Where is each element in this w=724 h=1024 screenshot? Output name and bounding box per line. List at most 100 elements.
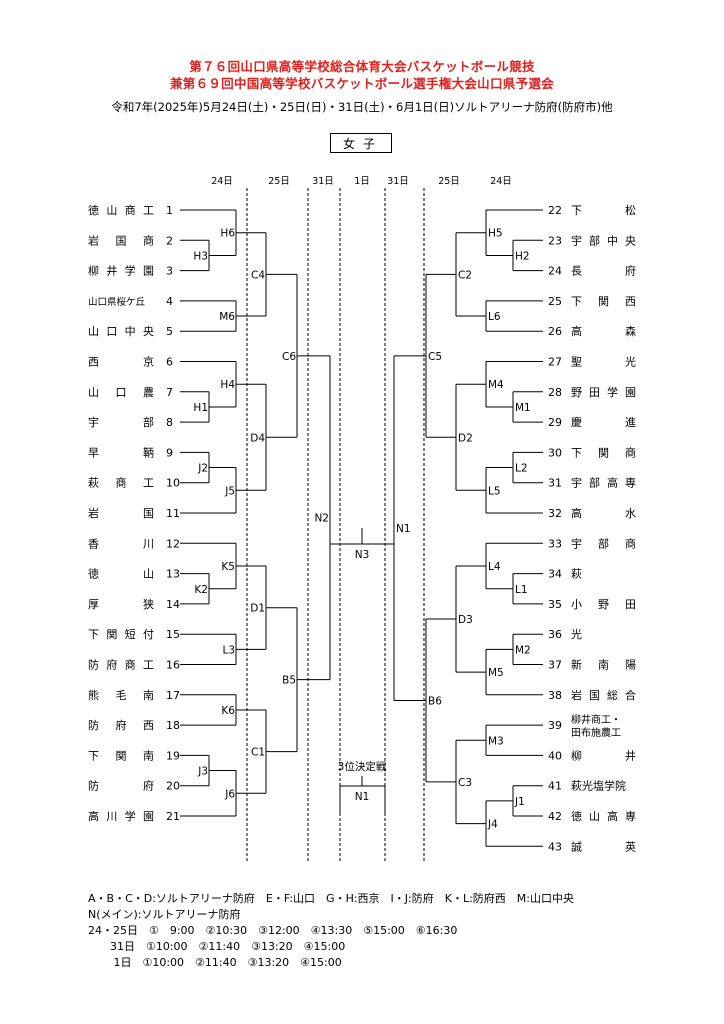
team-number-right-37: 37 — [548, 659, 562, 672]
game-right-H2: H2 — [515, 250, 530, 262]
game-left-H3: H3 — [193, 250, 208, 262]
game-right-M5: M5 — [488, 667, 504, 679]
game-left-B5: B5 — [282, 675, 296, 687]
team-name-right-37: 新南陽 — [571, 658, 636, 672]
team-number-right-31: 31 — [548, 477, 562, 490]
team-name-left-3: 柳井学園 — [88, 264, 154, 278]
team-number-right-30: 30 — [548, 446, 562, 459]
team-number-left-4: 4 — [166, 295, 173, 308]
team-number-left-18: 18 — [166, 719, 180, 732]
day-header-1: 25日 — [268, 176, 290, 187]
game-left-J5: J5 — [224, 485, 235, 497]
game-left-D4: D4 — [250, 432, 265, 444]
team-name-right-24: 長府 — [571, 264, 636, 278]
team-number-left-12: 12 — [166, 537, 180, 550]
game-right-C5: C5 — [428, 351, 442, 363]
times-24-25: 24・25日 ① 9:00 ②10:30 ③12:00 ④13:30 ⑤15:0… — [88, 924, 458, 937]
game-right-J1: J1 — [514, 796, 525, 808]
day-header-2: 31日 — [312, 176, 334, 187]
team-number-right-29: 29 — [548, 416, 562, 429]
team-name-left-8: 宇部 — [88, 415, 154, 429]
team-name-left-6: 西京 — [88, 355, 154, 369]
game-right-L1: L1 — [515, 584, 528, 596]
team-number-right-22: 22 — [548, 204, 562, 217]
team-name-left-9: 早鞆 — [88, 445, 154, 459]
day-header-6: 24日 — [490, 176, 512, 187]
team-name-right-29: 慶進 — [571, 415, 636, 429]
game-right-D2: D2 — [458, 432, 473, 444]
game-right-B6: B6 — [428, 695, 442, 707]
team-name-right-32: 高水 — [571, 506, 636, 520]
times-31: 31日 ①10:00 ②11:40 ③13:20 ④15:00 — [88, 940, 346, 953]
team-number-left-17: 17 — [166, 689, 180, 702]
game-right-H5: H5 — [488, 228, 503, 240]
team-number-right-43: 43 — [548, 840, 562, 853]
game-left-J2: J2 — [197, 463, 208, 475]
day-header-5: 25日 — [438, 176, 460, 187]
team-number-left-7: 7 — [166, 386, 173, 399]
team-number-right-34: 34 — [548, 568, 562, 581]
team-number-right-26: 26 — [548, 325, 562, 338]
team-number-right-41: 41 — [548, 780, 562, 793]
game-right-M2: M2 — [515, 644, 531, 656]
team-number-right-28: 28 — [548, 386, 562, 399]
team-name-left-19: 下関南 — [88, 749, 154, 762]
team-name-right-25: 下関西 — [571, 295, 636, 308]
game-left-N2: N2 — [314, 513, 329, 525]
team-number-left-10: 10 — [166, 477, 180, 490]
day-header-3: 1日 — [354, 176, 370, 187]
game-left-K2: K2 — [194, 584, 208, 596]
team-name-left-11: 岩国 — [88, 506, 154, 520]
team-number-right-32: 32 — [548, 507, 562, 520]
team-number-left-16: 16 — [166, 659, 180, 672]
team-name-right-42: 徳山高専 — [571, 809, 636, 823]
team-number-right-24: 24 — [548, 265, 562, 278]
game-left-M6: M6 — [219, 311, 235, 323]
team-name-right-39-b: 田布施農工 — [571, 726, 621, 739]
venue-legend-1: A・B・C・D:ソルトアリーナ防府 E・F:山口 G・H:西京 I・J:防府 K… — [88, 892, 574, 905]
team-number-right-23: 23 — [548, 234, 562, 247]
team-name-right-22: 下松 — [571, 203, 636, 217]
game-left-H1: H1 — [193, 402, 208, 414]
game-left-H6: H6 — [220, 228, 235, 240]
day-header-4: 31日 — [387, 176, 409, 187]
team-number-left-15: 15 — [166, 628, 180, 641]
team-number-left-20: 20 — [166, 780, 180, 793]
team-number-right-40: 40 — [548, 749, 562, 762]
game-right-L2: L2 — [515, 463, 528, 475]
game-left-K5: K5 — [221, 561, 235, 573]
team-name-right-28: 野田学園 — [571, 385, 636, 399]
game-right-L5: L5 — [488, 485, 501, 497]
date-venue-line: 令和7年(2025年)5月24日(土)・25日(日)・31日(土)・6月1日(日… — [111, 100, 613, 114]
team-name-right-43: 誠英 — [571, 839, 636, 853]
team-name-left-13: 徳山 — [88, 568, 154, 581]
game-left-C1: C1 — [251, 747, 265, 759]
game-left-L3: L3 — [222, 644, 235, 656]
team-number-left-19: 19 — [166, 749, 180, 762]
team-number-left-14: 14 — [166, 598, 180, 611]
team-name-right-39: 柳井商工・ — [571, 713, 621, 726]
team-name-left-16: 防府商工 — [88, 658, 154, 672]
team-name-right-26: 高森 — [571, 324, 636, 338]
game-right-C3: C3 — [458, 777, 472, 789]
team-name-right-40: 柳井 — [571, 748, 636, 762]
team-name-left-21: 高川学園 — [88, 809, 154, 823]
team-number-left-9: 9 — [166, 446, 173, 459]
team-name-right-33: 宇部商 — [571, 536, 636, 550]
team-name-right-34: 萩 — [571, 568, 582, 581]
team-name-right-23: 宇部中央 — [571, 233, 636, 247]
game-right-M3: M3 — [488, 735, 504, 747]
team-number-right-36: 36 — [548, 628, 562, 641]
game-left-C6: C6 — [282, 351, 296, 363]
team-name-left-17: 熊毛南 — [88, 688, 154, 702]
game-right-M4: M4 — [488, 379, 504, 391]
team-name-left-5: 山口中央 — [88, 325, 154, 338]
team-name-right-36: 光 — [571, 627, 582, 641]
game-right-L4: L4 — [488, 561, 501, 573]
team-number-right-38: 38 — [548, 689, 562, 702]
team-name-left-4: 山口県桜ケ丘 — [88, 296, 146, 308]
game-left-J6: J6 — [224, 788, 235, 800]
team-number-left-1: 1 — [166, 204, 173, 217]
team-number-right-35: 35 — [548, 598, 562, 611]
